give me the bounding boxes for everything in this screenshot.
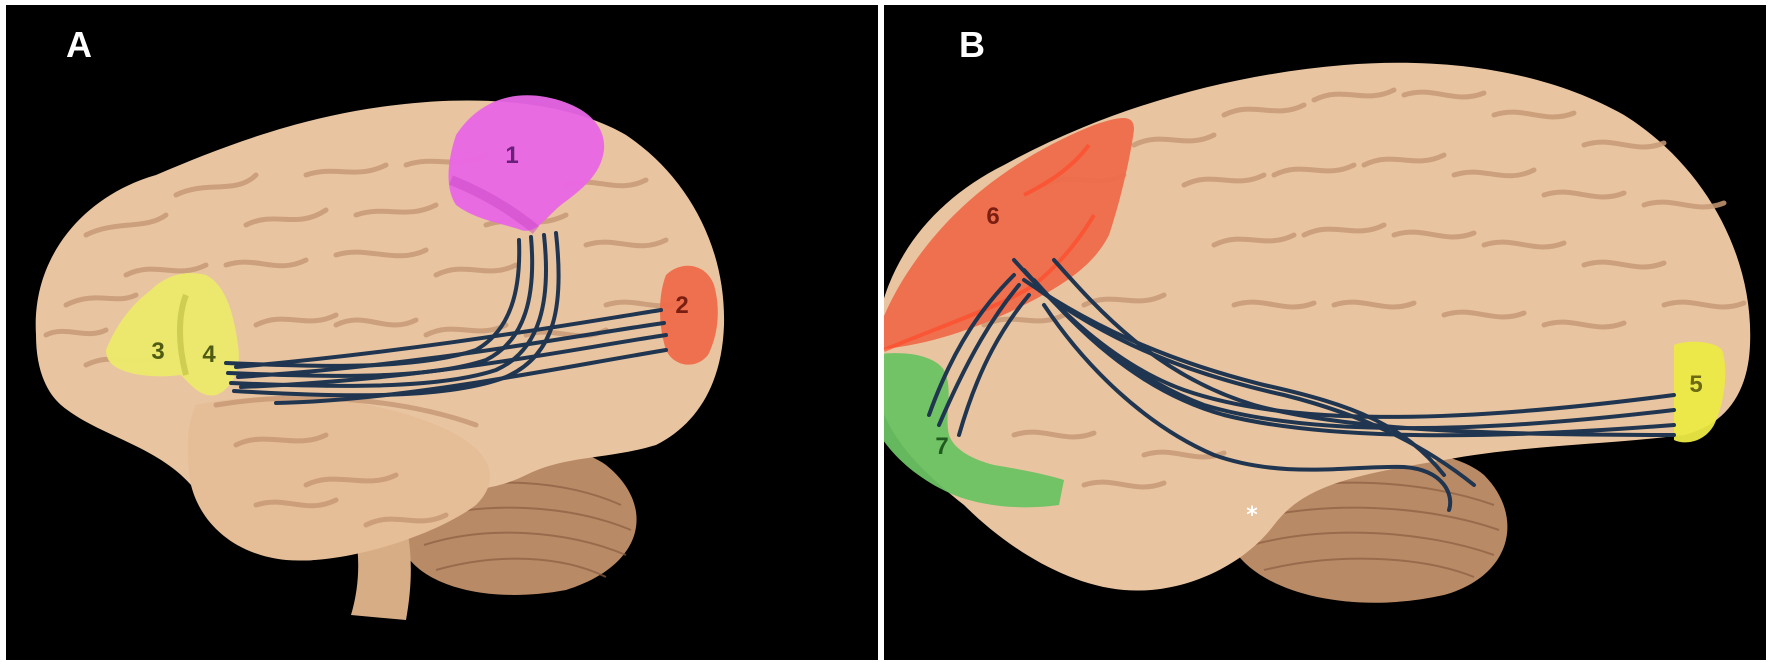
tracts (224, 231, 668, 405)
region-3-4 (106, 273, 239, 396)
tracts (927, 258, 1676, 512)
region-2 (660, 265, 718, 365)
panel-a: A 1 2 3 4 (6, 5, 878, 660)
region-5 (1674, 341, 1726, 443)
panel-label-b: B (959, 24, 985, 65)
region-label-2: 2 (675, 292, 689, 319)
region-6 (884, 118, 1134, 349)
brain-lateral-view-b (884, 62, 1751, 603)
brain-lateral-view-a (35, 95, 725, 620)
region-label-1: 1 (505, 142, 519, 169)
region-7 (884, 353, 1064, 508)
panel-label-a: A (66, 24, 92, 65)
asterisk-marker: * (1246, 503, 1258, 528)
region-label-6: 6 (986, 203, 1000, 230)
region-label-7: 7 (935, 433, 949, 460)
region-label-3: 3 (151, 338, 165, 365)
region-label-4: 4 (202, 341, 216, 368)
region-label-5: 5 (1689, 371, 1703, 398)
panel-b: B 5 6 7 * (884, 5, 1766, 660)
